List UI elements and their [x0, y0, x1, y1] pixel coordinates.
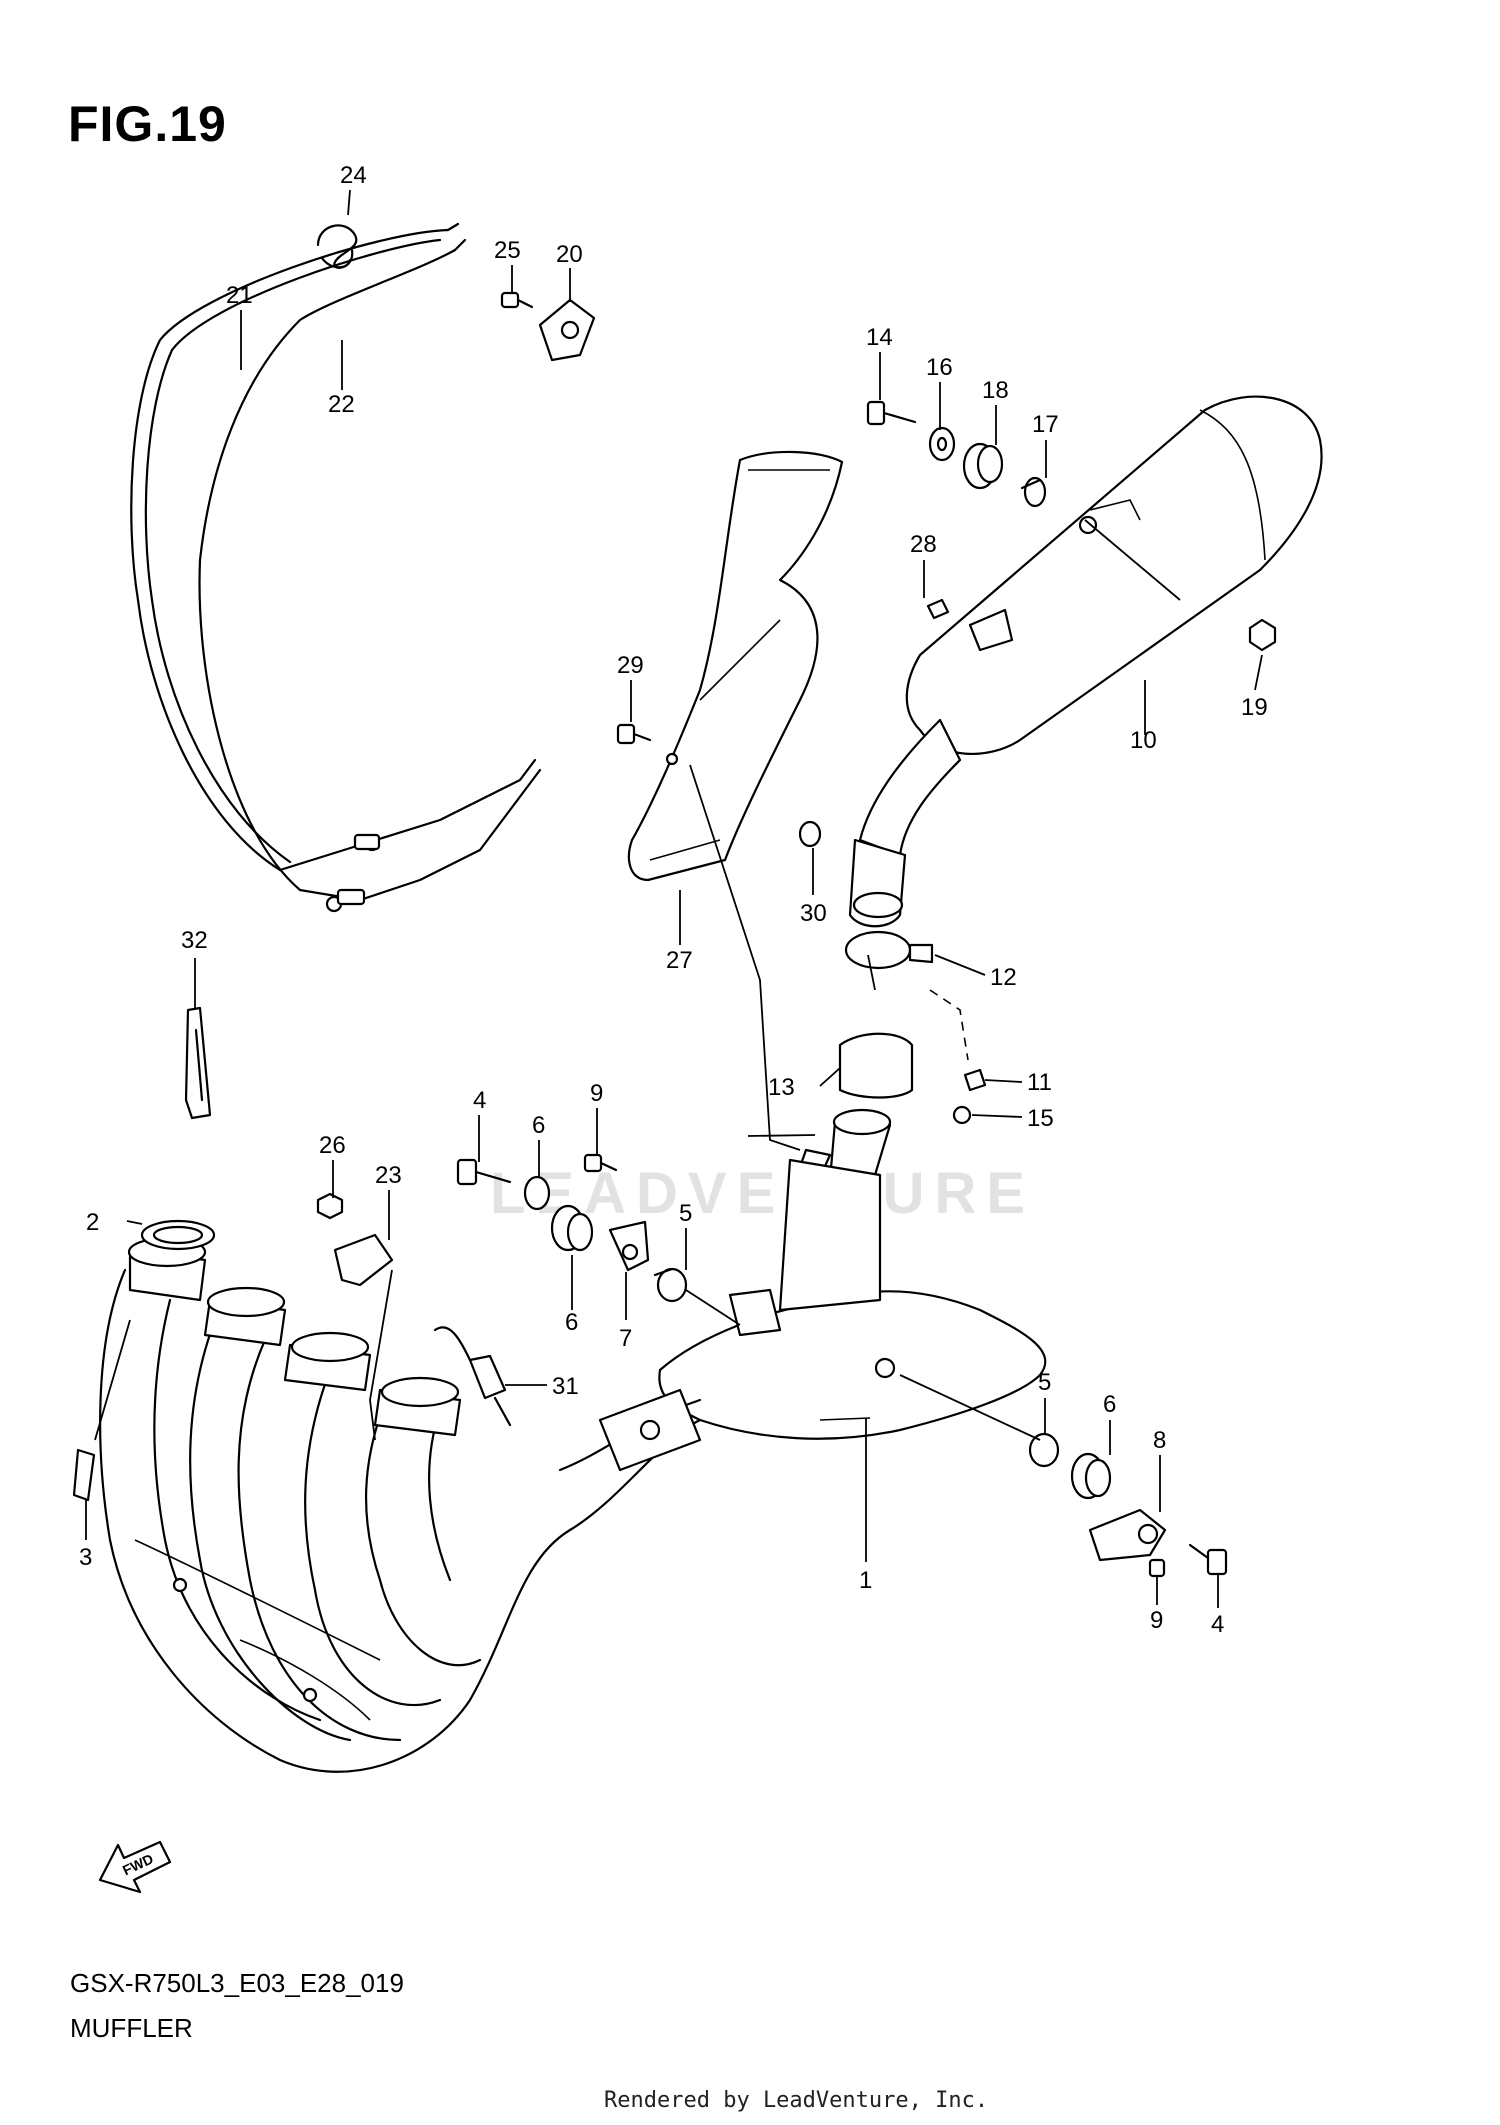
stud-bolt-3	[72, 1448, 96, 1502]
throttle-cable-22	[198, 222, 542, 913]
callout-5-upper: 5	[679, 1200, 692, 1227]
silencer-10	[848, 395, 1323, 928]
clamp-12	[844, 930, 934, 970]
cable-clamp-24	[316, 224, 358, 269]
callout-6-upper: 6	[532, 1112, 545, 1139]
callout-30: 30	[800, 900, 827, 927]
callout-5-lower: 5	[1038, 1369, 1051, 1396]
collar-17	[1020, 476, 1047, 508]
forward-direction-arrow	[98, 1840, 172, 1894]
callout-27: 27	[666, 947, 693, 974]
gasket-13	[838, 1032, 914, 1099]
callout-24: 24	[340, 162, 367, 189]
cushion-18	[962, 442, 1004, 490]
callout-32: 32	[181, 927, 208, 954]
callout-23: 23	[375, 1162, 402, 1189]
callout-26: 26	[319, 1132, 346, 1159]
callout-20: 20	[556, 241, 583, 268]
callout-15: 15	[1027, 1105, 1054, 1132]
callout-31: 31	[552, 1373, 579, 1400]
muffler-1	[658, 1158, 1047, 1440]
figure-title: FIG.19	[68, 96, 227, 152]
callout-12: 12	[990, 964, 1017, 991]
callout-28: 28	[910, 531, 937, 558]
cushion-6-upper	[550, 1204, 594, 1252]
bracket-8	[1088, 1508, 1167, 1562]
model-code: GSX-R750L3_E03_E28_019	[70, 1968, 404, 1998]
bracket-32	[184, 1006, 212, 1120]
bolt-14	[866, 400, 917, 426]
callout-4-upper: 4	[473, 1087, 486, 1114]
callout-7: 7	[619, 1325, 632, 1352]
callout-22: 22	[328, 391, 355, 418]
bolt-11	[963, 1068, 987, 1092]
callout-2: 2	[86, 1209, 99, 1236]
oxygen-sensor-31	[433, 1326, 512, 1427]
exhaust-header-assembly	[99, 1236, 702, 1773]
nut-15	[952, 1105, 972, 1125]
callout-labels: 24 25 20 21 22 14 16 18 17 28 19 10 29 3…	[79, 162, 1268, 1878]
damper-28	[926, 598, 950, 620]
callout-19: 19	[1241, 694, 1268, 721]
washer-6-upper	[523, 1175, 551, 1211]
callout-4-lower: 4	[1211, 1611, 1224, 1638]
nut-19	[1248, 618, 1277, 652]
bolt-25	[500, 291, 534, 309]
callout-leaders	[85, 189, 1263, 1608]
bolt-4-lower	[1188, 1543, 1228, 1576]
callout-1: 1	[859, 1567, 872, 1594]
callout-10: 10	[1130, 727, 1157, 754]
cushion-6-lower	[1070, 1452, 1112, 1500]
callout-25: 25	[494, 237, 521, 264]
render-credit: Rendered by LeadVenture, Inc.	[604, 2088, 989, 2113]
washer-30	[798, 820, 822, 848]
callout-14: 14	[866, 324, 893, 351]
bolt-9-lower	[1148, 1558, 1166, 1578]
callout-3: 3	[79, 1544, 92, 1571]
cable-bracket-20	[538, 298, 596, 362]
heat-shield-27	[627, 450, 844, 882]
callout-13: 13	[768, 1074, 795, 1101]
callout-6-lower: 6	[1103, 1391, 1116, 1418]
callout-11: 11	[1027, 1069, 1052, 1096]
callout-29: 29	[617, 652, 644, 679]
bolt-4-upper	[456, 1158, 512, 1186]
collar-5-upper	[653, 1267, 688, 1303]
nut-26	[316, 1192, 344, 1220]
throttle-cable-21	[130, 228, 537, 872]
assembly-lines	[94, 519, 1181, 1441]
bracket-7	[608, 1220, 650, 1272]
bolt-9-upper	[583, 1153, 618, 1173]
collar-5-lower	[1028, 1432, 1060, 1468]
callout-18: 18	[982, 377, 1009, 404]
bolt-29	[616, 723, 652, 745]
gasket-2	[140, 1219, 216, 1251]
callout-16: 16	[926, 354, 953, 381]
washer-16	[928, 426, 956, 462]
callout-8: 8	[1153, 1427, 1166, 1454]
callout-17: 17	[1032, 411, 1059, 438]
callout-9-lower: 9	[1150, 1607, 1163, 1634]
bracket-23	[333, 1233, 394, 1287]
callout-6-mid: 6	[565, 1309, 578, 1336]
callout-9-upper: 9	[590, 1080, 603, 1107]
callout-21: 21	[226, 282, 253, 309]
section-name: MUFFLER	[70, 2013, 193, 2043]
